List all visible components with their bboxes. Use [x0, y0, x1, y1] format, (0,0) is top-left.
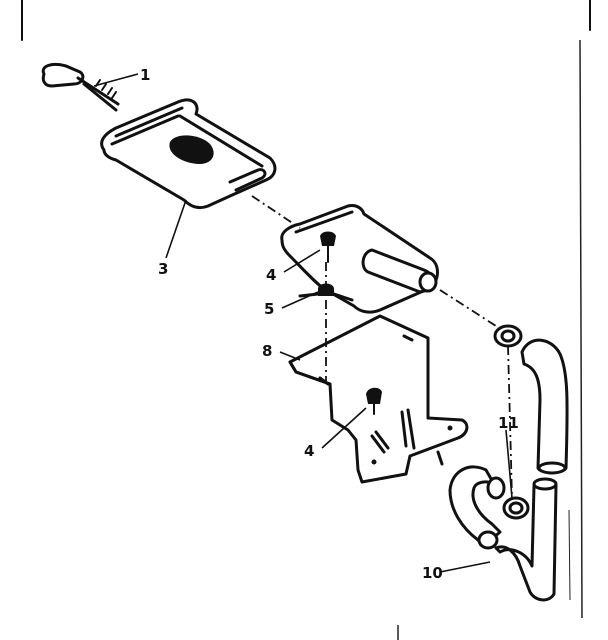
part-11-clamp-upper — [493, 324, 523, 348]
callout-8: 8 — [262, 342, 272, 360]
part-3-plate — [100, 98, 277, 210]
scan-edge-marks — [21, 0, 591, 640]
part-11-clamp-lower — [502, 496, 530, 520]
callout-10: 10 — [422, 564, 443, 582]
callout-1: 1 — [140, 66, 150, 84]
leader-lines — [93, 73, 513, 573]
part-4-screw-lower — [366, 387, 382, 415]
part-5-clip — [298, 283, 354, 302]
callout-5: 5 — [264, 300, 274, 318]
callout-3: 3 — [158, 260, 168, 278]
part-10-u-hose — [448, 465, 558, 602]
upper-hose — [520, 338, 569, 475]
callout-11: 11 — [498, 414, 519, 432]
part-1-knob — [41, 62, 120, 112]
alignment-lines — [251, 195, 513, 499]
callout-4-lower: 4 — [304, 442, 314, 460]
callout-4-upper: 4 — [266, 266, 276, 284]
part-4-screw-upper — [320, 231, 336, 263]
